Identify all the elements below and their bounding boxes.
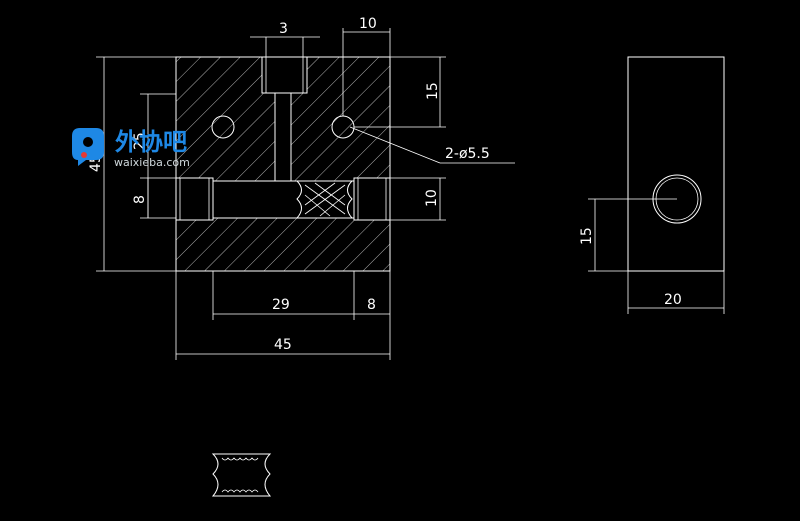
horizontal-channel: [213, 180, 354, 219]
side-dim-hole-height: 15: [579, 227, 595, 245]
side-view: 15 20: [579, 56, 725, 314]
watermark-url: waixieba.com: [114, 156, 190, 169]
waixieba-logo-icon: [72, 128, 104, 166]
dim-hole-depth: 15: [425, 82, 441, 100]
dim-width-8: 8: [367, 297, 376, 313]
top-threaded-hole: [261, 56, 308, 181]
seal-cross-section: [295, 180, 354, 219]
dimension-lines: [103, 31, 515, 355]
extension-lines: [96, 28, 446, 360]
hole-callout: 2-ø5.5: [445, 146, 490, 162]
dim-right-pocket-height: 10: [424, 189, 440, 207]
dim-slot-width: 3: [279, 21, 288, 37]
side-dim-width: 20: [664, 292, 682, 308]
front-view: 3 10 15 45 25 8 10 29 8 45 2-ø5.5: [88, 16, 515, 360]
dim-counterbore-height: 8: [132, 195, 148, 204]
section-hatching: [176, 57, 390, 271]
right-counterbore: [353, 177, 391, 221]
side-body-outline: [627, 56, 725, 272]
mounting-hole-left: [211, 115, 235, 139]
watermark-brand: 外协吧: [115, 128, 187, 156]
dim-hole-offset-top: 10: [359, 16, 377, 32]
dim-overall-width: 45: [274, 337, 292, 353]
left-counterbore: [175, 177, 214, 221]
dim-width-29: 29: [272, 297, 290, 313]
seal-detail: [211, 453, 272, 497]
watermark: 外协吧 waixieba.com: [72, 128, 190, 169]
dim-inner-height: 25: [132, 132, 148, 150]
